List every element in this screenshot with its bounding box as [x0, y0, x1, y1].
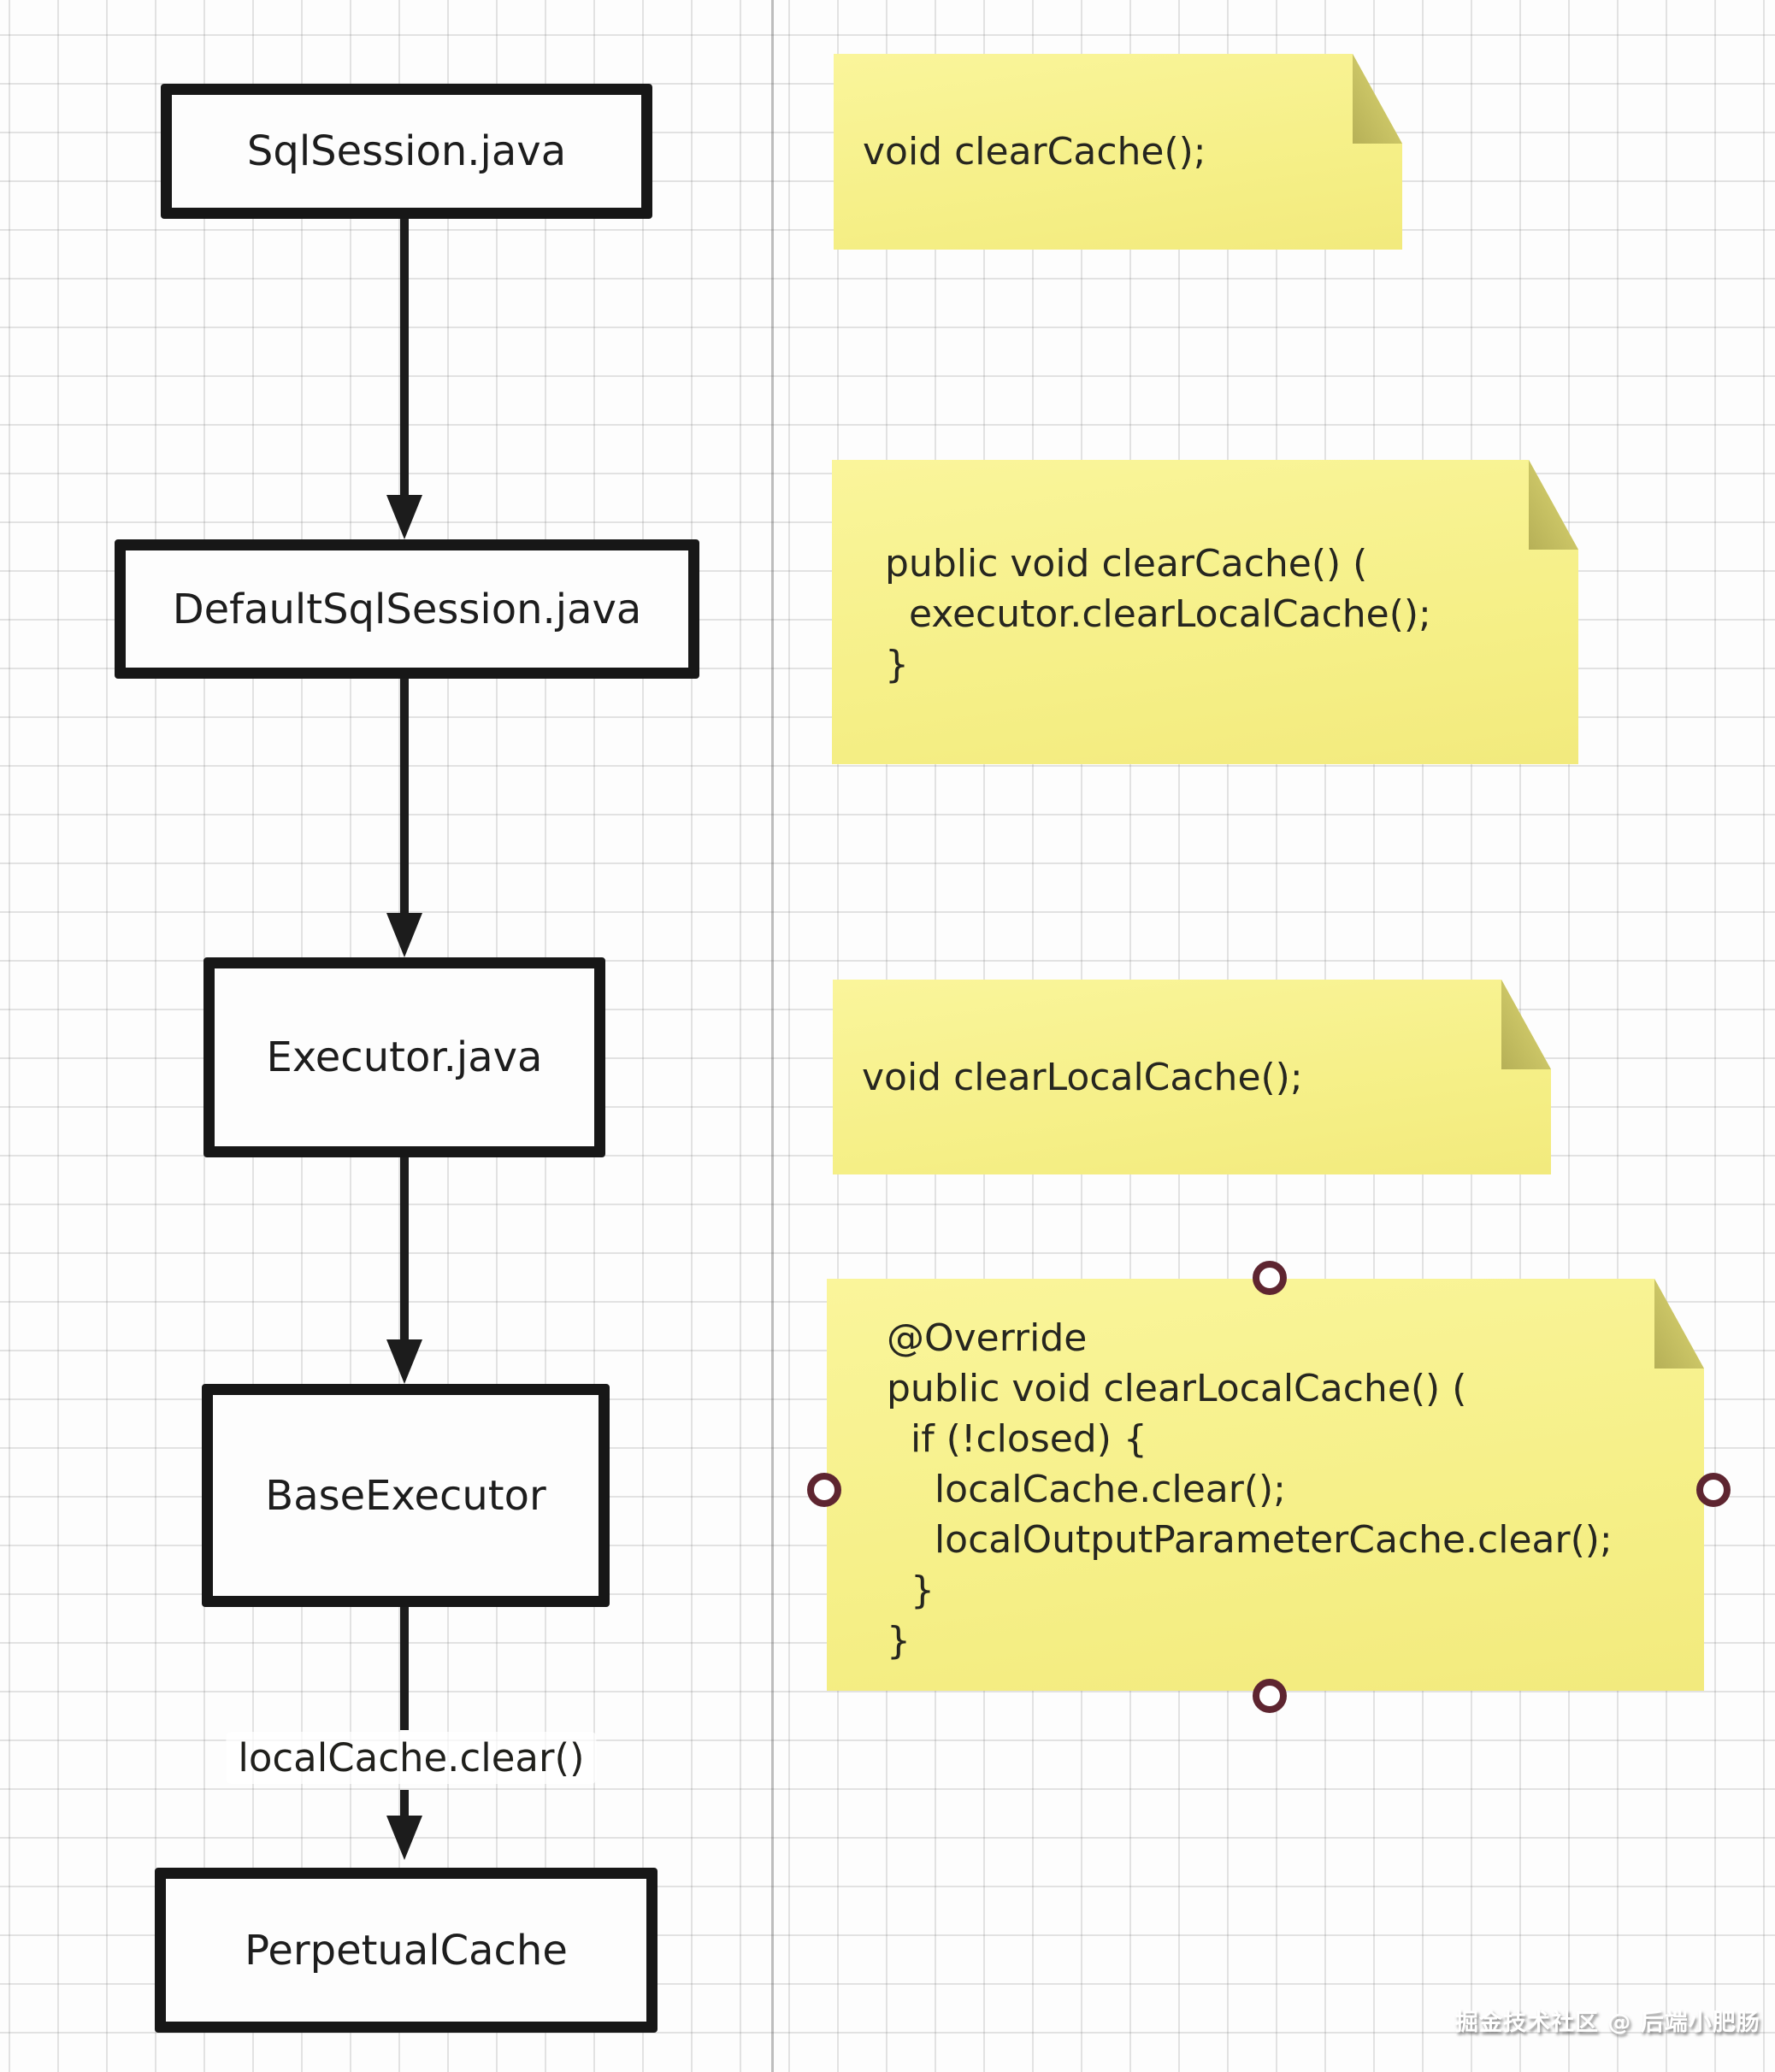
flow-arrow-line	[400, 1607, 409, 1730]
node-perpetualcache: PerpetualCache	[155, 1868, 658, 2033]
node-sqlsession: SqlSession.java	[161, 84, 652, 219]
code-line: void clearCache();	[863, 130, 1206, 174]
code-line: localOutputParameterCache.clear();	[887, 1518, 1613, 1562]
code-line: executor.clearLocalCache();	[885, 592, 1431, 636]
sticky-note-clearlocalcache-signature: void clearLocalCache();	[833, 980, 1551, 1174]
node-label: Executor.java	[266, 1033, 543, 1081]
folded-corner-icon	[1501, 980, 1551, 1069]
sticky-note-clearcache-impl: public void clearCache() ( executor.clea…	[832, 460, 1578, 764]
code-line: if (!closed) {	[887, 1417, 1147, 1461]
node-baseexecutor: BaseExecutor	[202, 1384, 610, 1607]
arrow-head-icon	[386, 1339, 422, 1384]
selection-handle-bottom[interactable]	[1253, 1679, 1287, 1713]
arrow-head-icon	[386, 913, 422, 957]
node-label: SqlSession.java	[246, 127, 567, 175]
edge-label-localcache-clear: localCache.clear()	[226, 1732, 597, 1784]
code-line: public void clearCache() (	[885, 542, 1368, 586]
code-line: @Override	[887, 1316, 1088, 1360]
arrow-head-icon	[386, 495, 422, 539]
flow-arrow-line	[400, 219, 409, 497]
grid-heavy-vertical-line	[771, 0, 774, 2072]
code-line: localCache.clear();	[887, 1468, 1286, 1511]
node-executor: Executor.java	[203, 957, 605, 1157]
folded-corner-icon	[1529, 460, 1578, 550]
flow-arrow-line	[400, 679, 409, 915]
node-defaultsqlsession: DefaultSqlSession.java	[115, 539, 699, 679]
watermark: 掘金技术社区 @ 后端小肥肠	[1455, 2010, 1760, 2036]
selection-handle-left[interactable]	[807, 1473, 841, 1507]
folded-corner-icon	[1654, 1279, 1704, 1369]
code-line: }	[887, 1569, 935, 1612]
sticky-note-clearcache-signature: void clearCache();	[834, 54, 1402, 250]
flow-arrow-line	[400, 1157, 409, 1341]
node-label: BaseExecutor	[265, 1471, 546, 1520]
arrow-head-icon	[386, 1816, 422, 1860]
folded-corner-icon	[1353, 54, 1402, 144]
selection-handle-right[interactable]	[1696, 1473, 1731, 1507]
flow-arrow-line	[400, 1790, 409, 1817]
selection-handle-top[interactable]	[1253, 1261, 1287, 1295]
sticky-note-clearlocalcache-impl: @Override public void clearLocalCache() …	[827, 1279, 1704, 1691]
code-line: }	[887, 1619, 911, 1663]
node-label: PerpetualCache	[245, 1926, 568, 1975]
code-line: public void clearLocalCache() (	[887, 1367, 1467, 1410]
code-line: void clearLocalCache();	[862, 1055, 1303, 1099]
code-line: }	[885, 643, 909, 686]
node-label: DefaultSqlSession.java	[172, 585, 642, 633]
